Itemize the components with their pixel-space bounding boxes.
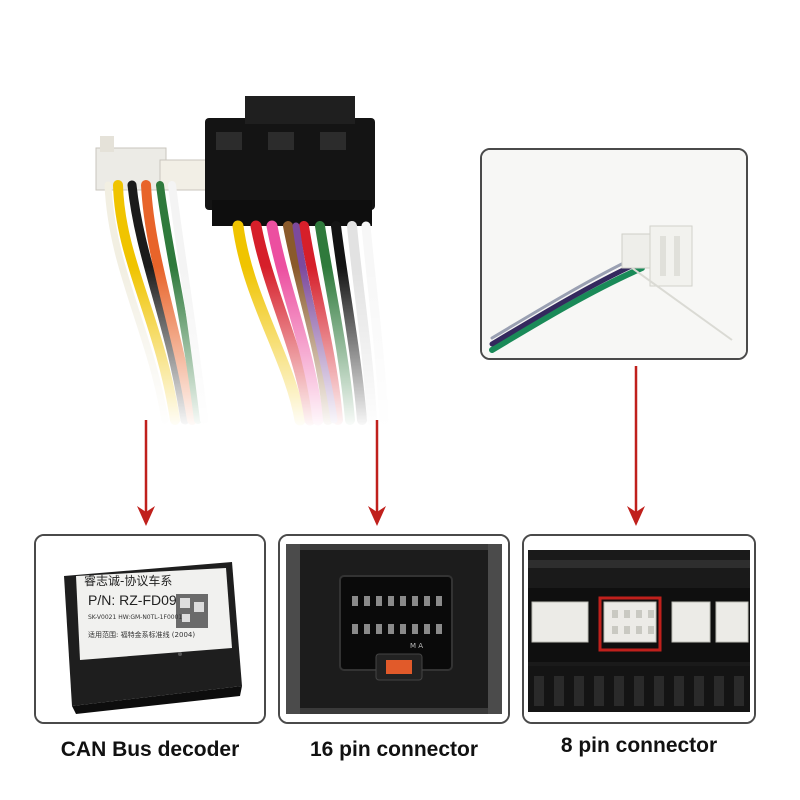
decoder-part-number: P/N: RZ-FD09 (88, 592, 177, 608)
pin8-sockets-art (524, 536, 754, 722)
fuse-label: M A (410, 642, 424, 650)
pin8-panel (522, 534, 756, 724)
arrow-to-can (137, 420, 155, 526)
decoder-brand: 睿志诚-协议车系 (84, 574, 173, 588)
decoder-line3: SK-V0021 HW:GM-N0TL-1F0001 (88, 614, 183, 621)
pin16-socket-art (280, 536, 508, 722)
decoder-box-art (36, 536, 264, 722)
caption-8-pin-connector: 8 pin connector (560, 734, 718, 757)
pin16-panel: M A (278, 534, 510, 724)
caption-16-pin-connector: 16 pin connector (309, 738, 479, 761)
arrow-to-16pin (368, 420, 386, 526)
arrow-to-8pin (627, 366, 645, 526)
can-decoder-panel: 睿志诚-协议车系 P/N: RZ-FD09 SK-V0021 HW:GM-N0T… (34, 534, 266, 724)
decoder-line4: 适用范围: 福特金系标准线 (2004) (88, 631, 196, 639)
wire-harness-photo (0, 0, 800, 430)
inset-photo-art (482, 150, 746, 358)
caption-can-bus-decoder: CAN Bus decoder (60, 738, 240, 761)
inset-8pin-photo (480, 148, 748, 360)
